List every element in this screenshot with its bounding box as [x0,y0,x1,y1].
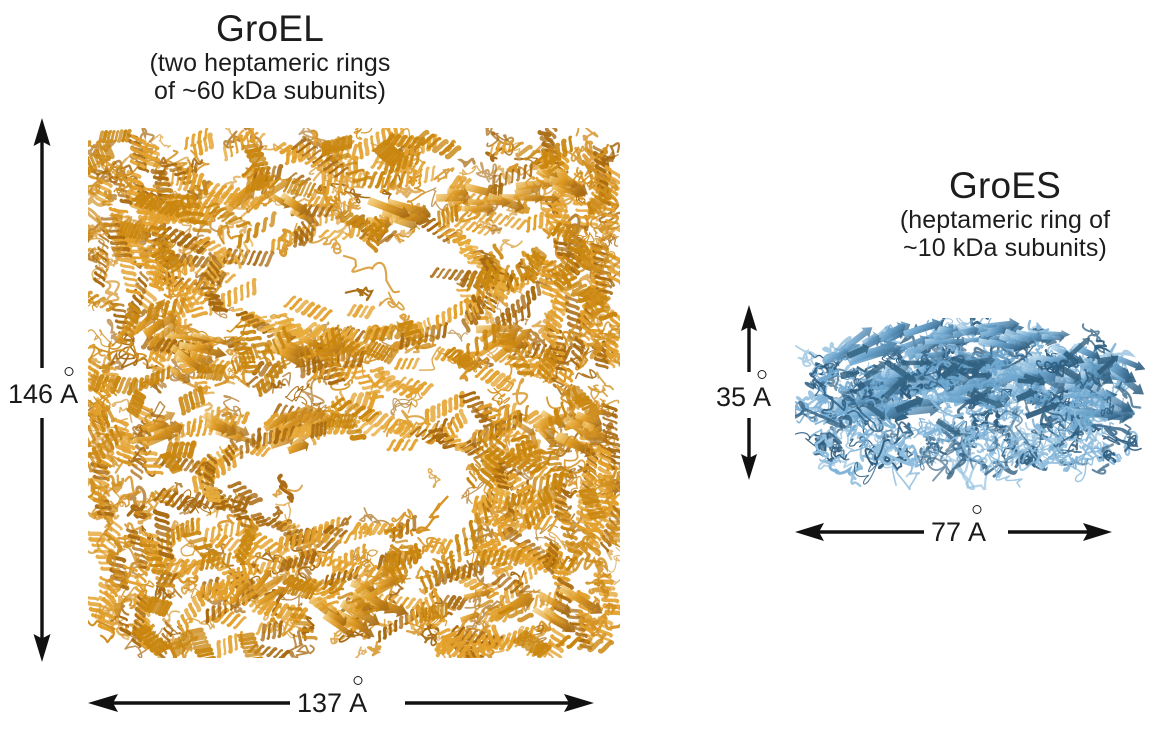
angstrom-symbol-icon: A [60,367,78,408]
groel-width-value: 137 [297,688,343,718]
groes-ribbon-structure [795,318,1145,490]
groes-subtitle-line-1: (heptameric ring of [899,206,1111,235]
groel-title: GroEL [216,8,324,49]
angstrom-symbol-icon: A [968,505,986,546]
groel-width-label: 137 A [297,676,368,718]
groes-subtitle-line-2: ~10 kDa subunits) [903,234,1107,263]
groel-subtitle-line-1: (two heptameric rings [149,49,391,78]
groes-height-label: 35 A [716,370,772,412]
groel-subtitle-line-2: of ~60 kDa subunits) [154,77,386,106]
groel-height-value: 146 [8,379,54,409]
groes-width-label: 77 A [931,505,987,547]
groes-height-value: 35 [716,382,747,412]
groel-title-block: GroEL (two heptameric rings of ~60 kDa s… [60,8,480,105]
groel-ribbon-structure [88,128,620,658]
angstrom-symbol-icon: A [349,676,367,717]
groes-title-block: GroES (heptameric ring of ~10 kDa subuni… [870,165,1140,262]
groel-height-label: 146 A [8,367,79,409]
groes-title: GroES [948,165,1062,206]
angstrom-symbol-icon: A [753,370,771,411]
groes-width-value: 77 [931,517,962,547]
